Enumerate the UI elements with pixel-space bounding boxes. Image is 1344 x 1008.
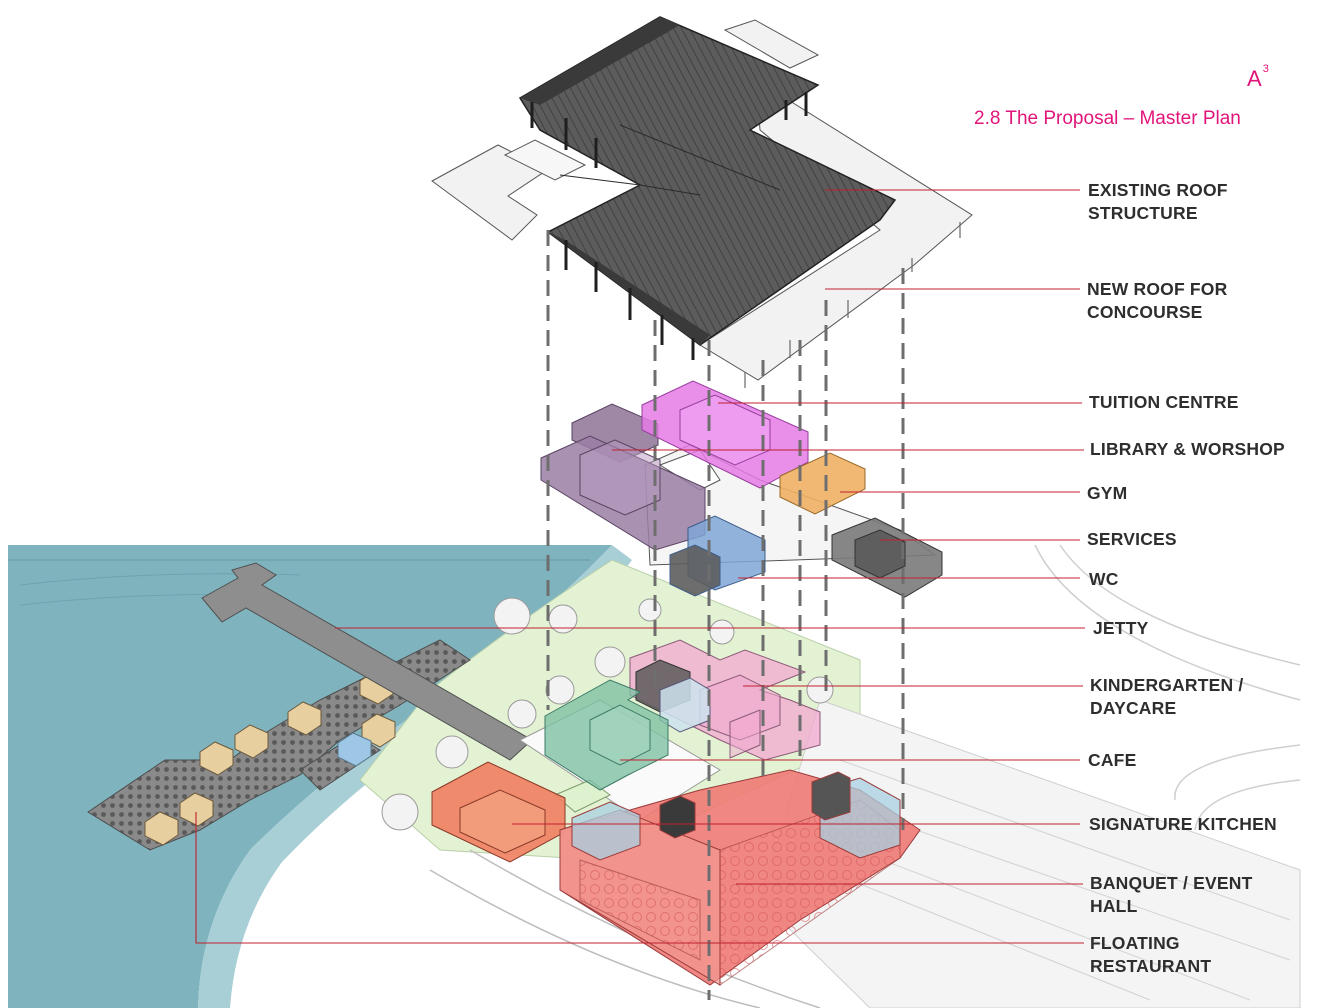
label-line: SIGNATURE KITCHEN — [1089, 814, 1277, 834]
signature-kitchen-block — [431, 761, 566, 863]
label-line: HALL — [1090, 896, 1138, 916]
label-line: JETTY — [1093, 618, 1149, 638]
label-line: EXISTING ROOF — [1088, 180, 1228, 200]
library-block — [540, 403, 706, 551]
left-side-roof — [431, 144, 548, 241]
label-banquet-hall: BANQUET / EVENT HALL — [1090, 872, 1252, 918]
road-outline — [429, 869, 761, 1008]
label-services: SERVICES — [1087, 528, 1177, 551]
logo-superscript: 3 — [1262, 62, 1269, 75]
label-signature-kitchen: SIGNATURE KITCHEN — [1089, 813, 1277, 836]
cafe-block — [544, 679, 669, 791]
logo-letter: A — [1247, 66, 1262, 91]
label-line: KINDERGARTEN / — [1090, 675, 1244, 695]
label-new-roof: NEW ROOF FOR CONCOURSE — [1087, 278, 1227, 324]
jetty — [201, 562, 533, 761]
label-line: TUITION CENTRE — [1089, 392, 1239, 412]
firm-logo: A3 — [1247, 62, 1269, 92]
page-subtitle: 2.8 The Proposal – Master Plan — [974, 108, 1241, 129]
label-gym: GYM — [1087, 482, 1127, 505]
wc-block — [669, 515, 766, 597]
label-jetty: JETTY — [1093, 617, 1148, 640]
label-line: WC — [1089, 569, 1119, 589]
label-kindergarten: KINDERGARTEN / DAYCARE — [1090, 674, 1244, 720]
label-floating-restaurant: FLOATING RESTAURANT — [1090, 932, 1211, 978]
label-tuition-centre: TUITION CENTRE — [1089, 391, 1239, 414]
label-line: RESTAURANT — [1090, 956, 1212, 976]
label-line: SERVICES — [1087, 529, 1177, 549]
leader-lines — [195, 189, 1085, 944]
roof-columns — [530, 92, 808, 360]
label-line: DAYCARE — [1090, 698, 1177, 718]
label-line: LIBRARY & WORSHOP — [1090, 439, 1285, 459]
label-line: GYM — [1087, 483, 1128, 503]
label-line: CONCOURSE — [1087, 302, 1203, 322]
existing-roof-structure — [518, 16, 897, 346]
label-wc: WC — [1089, 568, 1119, 591]
label-existing-roof: EXISTING ROOF STRUCTURE — [1088, 179, 1228, 225]
label-line: FLOATING — [1090, 933, 1180, 953]
label-library: LIBRARY & WORSHOP — [1090, 438, 1285, 461]
label-line: CAFE — [1088, 750, 1137, 770]
label-line: BANQUET / EVENT — [1090, 873, 1253, 893]
services-block — [831, 517, 943, 598]
label-line: NEW ROOF FOR — [1087, 279, 1228, 299]
road-curve-right — [1034, 544, 1301, 701]
label-line: STRUCTURE — [1088, 203, 1198, 223]
label-cafe: CAFE — [1088, 749, 1136, 772]
